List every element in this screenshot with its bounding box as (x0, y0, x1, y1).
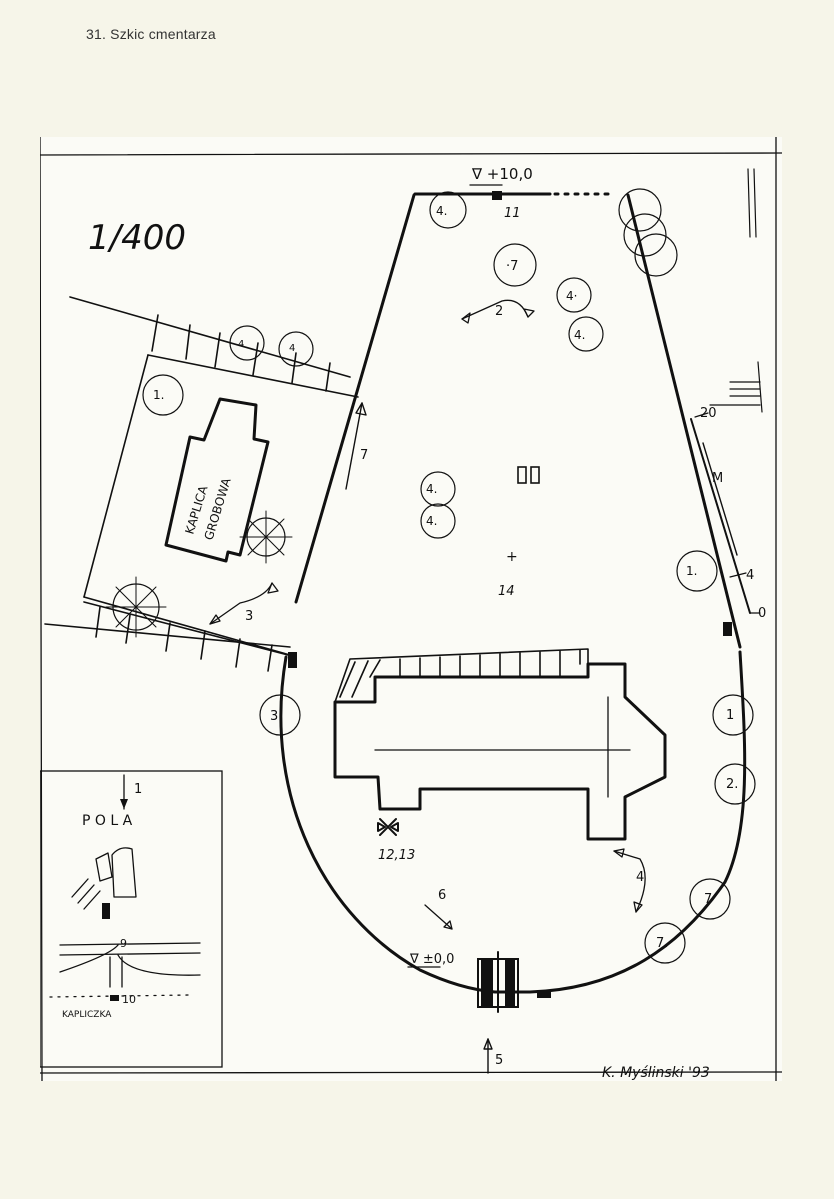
signature: K. Myślinski '93 (602, 1065, 710, 1081)
location-inset: 1 P O L A 9 10 KAPLICZKA (39, 770, 223, 1068)
marker-7-right-a: 7 (704, 892, 712, 907)
church-roof-annex (334, 648, 589, 703)
inset-arrow-label: 1 (134, 782, 142, 797)
chapel-building (164, 397, 270, 563)
cemetery-sketch: 1/400 ∇ +10,0 11 ∇ ±0,0 (31, 136, 786, 1082)
label-4-right: 4 (746, 568, 754, 583)
marker-4-b: 4· (566, 289, 577, 303)
tree-symbols (112, 188, 756, 964)
view-label-4: 4 (636, 870, 644, 885)
label-14: 14 (498, 584, 515, 599)
inset-map (49, 847, 201, 998)
view-arrow-5 (483, 1038, 493, 1074)
marker-4-chapel-a: 4 (238, 339, 244, 350)
marker-1-right: 1. (686, 564, 697, 578)
label-0-right: 0 (758, 606, 766, 621)
marker-4-c: 4. (574, 328, 585, 342)
view-label-7: 7 (360, 448, 368, 463)
inset-label-9: 9 (120, 937, 127, 950)
frame (31, 136, 786, 1082)
view-arrow-4 (613, 848, 646, 913)
marker-1-right-b: 1 (726, 708, 734, 723)
chapel-label-line2: GROBOWA (202, 476, 234, 542)
right-measure (690, 412, 761, 614)
marker-7-right-b: 7. (656, 936, 668, 951)
page-header: 31. Szkic cmentarza (86, 26, 216, 42)
chapel-precinct (44, 296, 359, 672)
label-12-13: 12,13 (378, 848, 415, 863)
edge-marks (709, 168, 763, 413)
war-cross-icon (377, 818, 399, 836)
view-arrow-7 (345, 402, 367, 490)
cemetery-wall (279, 192, 747, 994)
marker-4-mid-b: 4. (426, 514, 437, 528)
marker-4-top: 4. (436, 204, 447, 218)
label-11: 11 (504, 206, 521, 221)
marker-4-chapel-b: 4 (289, 343, 295, 354)
sketch-sheet: 1/400 ∇ +10,0 11 ∇ ±0,0 (31, 136, 786, 1082)
view-arrow-6 (424, 904, 453, 930)
marker-2-right: 2. (726, 777, 738, 792)
church-building (333, 662, 667, 841)
label-20: 20 (700, 406, 717, 421)
marker-3-left: 3. (270, 709, 282, 724)
top-gate (492, 191, 502, 200)
view-arrow-3 (209, 582, 279, 625)
marker-1-chapel: 1. (153, 388, 164, 402)
view-label-2: 2 (495, 304, 503, 319)
top-level-mark: ∇ +10,0 (471, 165, 533, 183)
chapel-label: KAPLICA GROBOWA (182, 476, 234, 542)
inset-fields-label: P O L A (82, 813, 133, 829)
label-m: M (712, 471, 723, 486)
inset-label-10: 10 (122, 993, 136, 1006)
view-label-6: 6 (438, 888, 446, 903)
bottom-level-mark: ∇ ±0,0 (409, 952, 454, 967)
marker-7-top: ·7 (506, 259, 518, 274)
scale-label: 1/400 (88, 218, 186, 258)
marker-4-mid-a: 4. (426, 482, 437, 496)
inset-kapliczka: KAPLICZKA (62, 1010, 112, 1020)
tree-branches (105, 510, 293, 638)
view-label-3: 3 (245, 609, 253, 624)
view-label-5: 5 (495, 1053, 503, 1068)
view-arrow-2 (461, 299, 535, 324)
plus-14: + (506, 549, 518, 565)
